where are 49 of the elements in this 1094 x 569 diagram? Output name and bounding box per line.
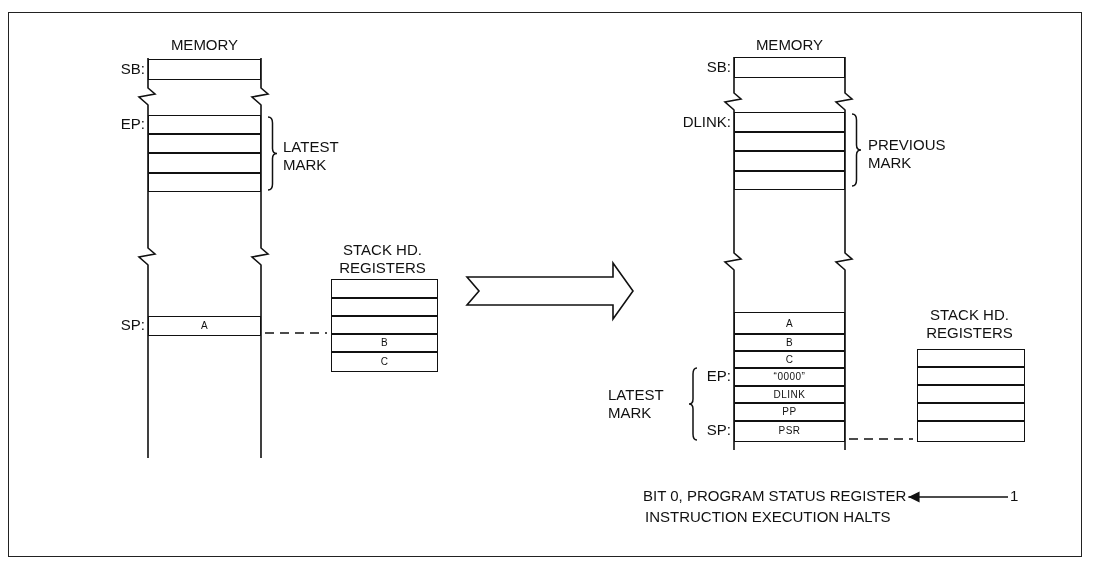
column-heading: MEMORY	[754, 36, 825, 54]
memory-cell: A	[148, 316, 261, 336]
memory-cell	[917, 402, 1025, 422]
memory-cell	[917, 349, 1025, 368]
memory-cell	[331, 315, 438, 335]
memory-cell	[331, 279, 438, 299]
column-heading: MEMORY	[169, 36, 240, 54]
register-heading: STACK HD. REGISTERS	[925, 306, 1014, 342]
memory-cell	[331, 297, 438, 317]
memory-cell	[148, 152, 261, 174]
memory-cell: DLINK	[734, 385, 845, 404]
address-label: SP:	[120, 316, 145, 334]
memory-cell: PP	[734, 402, 845, 422]
register-heading: STACK HD. REGISTERS	[338, 241, 427, 277]
memory-cell	[734, 131, 845, 152]
arrow	[907, 491, 1009, 503]
memory-cell	[734, 150, 845, 172]
memory-cell	[148, 115, 261, 135]
memory-cell	[917, 420, 1025, 442]
dashed-connector	[848, 438, 914, 440]
transition-arrow	[465, 260, 634, 322]
value-label: 1	[1010, 487, 1019, 505]
memory-cell: B	[331, 333, 438, 353]
memory-cell: “0000”	[734, 367, 845, 387]
memory-cell: B	[734, 333, 845, 352]
address-label: DLINK:	[682, 112, 731, 131]
memory-cell	[734, 112, 845, 133]
dashed-connector	[264, 332, 328, 334]
memory-cell: A	[734, 312, 845, 335]
memory-cell	[148, 59, 261, 80]
memory-cell: C	[331, 351, 438, 372]
register-bit-label: BIT 0, PROGRAM STATUS REGISTER	[643, 487, 907, 505]
memory-cell	[148, 172, 261, 192]
address-label: SP:	[706, 421, 731, 439]
address-label: SB:	[120, 59, 145, 78]
address-label: SB:	[706, 57, 731, 76]
memory-cell: PSR	[734, 420, 845, 442]
memory-cell	[917, 384, 1025, 404]
mark-label: LATEST MARK	[608, 386, 665, 422]
note-text: INSTRUCTION EXECUTION HALTS	[645, 508, 892, 526]
address-label: EP:	[120, 115, 145, 133]
memory-cell	[734, 57, 845, 78]
address-label: EP:	[706, 367, 731, 385]
memory-cell	[917, 366, 1025, 386]
memory-cell	[148, 133, 261, 154]
mark-label: PREVIOUS MARK	[868, 136, 947, 172]
mark-label: LATEST MARK	[283, 138, 340, 174]
memory-cell: C	[734, 350, 845, 369]
memory-cell	[734, 170, 845, 190]
